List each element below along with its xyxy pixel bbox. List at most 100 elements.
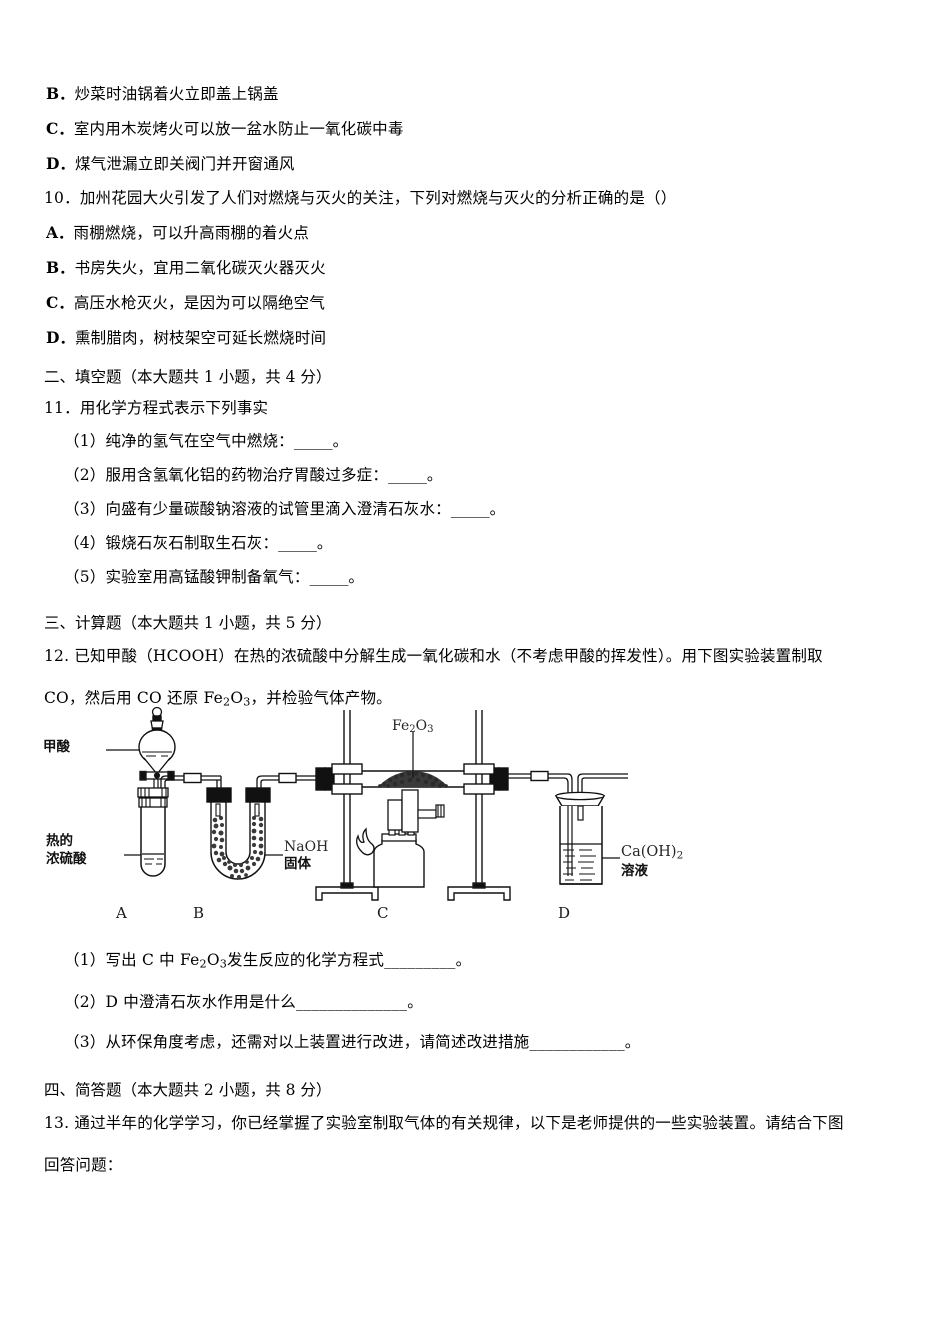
question-text: 已知甲酸（HCOOH）在热的浓硫酸中分解生成一氧化碳和水（不考虑甲酸的挥发性）。… [74, 647, 823, 665]
apparatus-svg [106, 706, 628, 901]
section-heading-4: 四、简答题（本大题共 2 小题，共 8 分） [44, 1080, 332, 1099]
section-heading-2: 二、填空题（本大题共 1 小题，共 4 分） [44, 368, 332, 386]
option-label: B． [46, 258, 75, 277]
option-label: B． [46, 84, 75, 103]
sub-question-3: （3）从环保角度考虑，还需对以上装置进行改进，请简述改进措施__________… [44, 1033, 924, 1052]
answer-blank[interactable]: _____ [293, 431, 333, 450]
subscript-2: 2 [223, 694, 231, 708]
answer-blank[interactable]: _____ [388, 465, 427, 484]
tube-connector-icon [183, 772, 202, 784]
question-text: 加州花园大火引发了人们对燃烧与灭火的关注，下列对燃烧与灭火的分析正确的是（） [79, 189, 677, 207]
item-end: 。 [332, 431, 349, 450]
option-label: A． [46, 223, 74, 242]
question-12-stem-line2: CO，然后用 CO 还原 Fe2O3，并检验气体产物。 [44, 688, 924, 708]
co-reduction-apparatus-figure: 甲酸 热的 浓硫酸 NaOH 固体 Fe2O3 Ca(OH)2 溶液 A B C… [43, 692, 694, 932]
question-number: 12. [44, 647, 70, 665]
question-13-stem-line1: 13. 通过半年的化学学习，你已经掌握了实验室制取气体的有关规律，以下是老师提供… [44, 1113, 924, 1132]
item-text-a: 写出 C 中 Fe [105, 951, 200, 969]
label-hot-sulfuric-line2: 浓硫酸 [46, 851, 87, 867]
answer-blank[interactable]: ______________ [295, 992, 408, 1011]
iron-stand-left [315, 710, 379, 901]
connecting-tube-b-c [256, 775, 316, 789]
fe2o3-sub1: 2 [409, 724, 416, 736]
connecting-tube-a-b [160, 775, 221, 788]
item-label: （4） [64, 533, 106, 552]
item-text-c: 发生反应的化学方程式 [227, 951, 385, 969]
fill-blank-item: （5）实验室用高锰酸钾制备氧气：_____。 [44, 567, 924, 586]
item-end: 。 [348, 567, 365, 586]
item-text-a: D 中澄清石灰水作用是什么 [105, 992, 296, 1011]
item-end: 。 [407, 992, 423, 1011]
option-text: 炒菜时油锅着火立即盖上锅盖 [74, 85, 279, 103]
device-label-a: A [116, 904, 127, 922]
fill-blank-item: （2）服用含氢氧化铝的药物治疗胃酸过多症：_____。 [44, 465, 924, 484]
option-label: C． [46, 293, 74, 312]
limewater-sub: 2 [676, 849, 684, 862]
fill-blank-item: （1）纯净的氢气在空气中燃烧：_____。 [44, 431, 924, 450]
answer-blank[interactable]: ____________ [529, 1033, 625, 1052]
item-text: 锻烧石灰石制取生石灰： [105, 533, 279, 552]
question-number: 10． [44, 189, 80, 207]
stem-part-c: ，并检验气体产物。 [250, 688, 392, 707]
question-number: 13. [44, 1113, 70, 1132]
stem-part-a: CO，然后用 CO 还原 Fe [44, 688, 223, 707]
option-text: 雨棚燃烧，可以升高雨棚的着火点 [73, 224, 310, 242]
item-label: （5） [64, 567, 106, 586]
device-label-b: B [193, 904, 205, 922]
option-label: C． [46, 119, 74, 138]
stand-clamp-icon [463, 783, 495, 795]
label-limewater-solution: 溶液 [621, 863, 648, 879]
stand-clamp-icon [463, 763, 495, 775]
answer-blank[interactable]: _____ [450, 499, 490, 518]
answer-blank[interactable]: _________ [384, 951, 456, 969]
option-label: D． [46, 154, 75, 173]
fe2o3-powder [378, 771, 448, 788]
item-label: （3） [64, 1033, 106, 1052]
item-end: 。 [455, 951, 472, 969]
label-fe2o3: Fe2O3 [392, 718, 434, 735]
item-end: 。 [426, 465, 443, 484]
item-text: 向盛有少量碳酸钠溶液的试管里滴入澄清石灰水： [105, 499, 451, 518]
item-text: 服用含氢氧化铝的药物治疗胃酸过多症： [105, 465, 389, 484]
alcohol-lamp [356, 789, 445, 888]
answer-blank[interactable]: _____ [278, 533, 317, 552]
option-row: B．书房失火，宜用二氧化碳灭火器灭火 [44, 260, 924, 277]
rubber-stopper-b-right-icon [245, 787, 271, 803]
question-13-stem-line2: 回答问题： [44, 1156, 123, 1175]
question-12-stem-line1: 12. 已知甲酸（HCOOH）在热的浓硫酸中分解生成一氧化碳和水（不考虑甲酸的挥… [44, 647, 924, 665]
item-label: （1） [64, 951, 106, 969]
document-body-lower: （1）写出 C 中 Fe2O3发生反应的化学方程式_________。 （2）D… [44, 951, 924, 1192]
option-row: B．炒菜时油锅着火立即盖上锅盖 [44, 86, 924, 103]
item-end: 。 [489, 499, 506, 518]
item-end: 。 [624, 1033, 641, 1052]
tube-connector-icon [530, 770, 549, 782]
document-body: B．炒菜时油锅着火立即盖上锅盖 C．室内用木炭烤火可以放一盆水防止一氧化碳中毒 … [44, 86, 924, 726]
option-text: 熏制腊肉，树枝架空可延长燃烧时间 [74, 329, 327, 347]
item-text: 实验室用高锰酸钾制备氧气： [105, 567, 310, 586]
iron-stand-right [447, 710, 511, 901]
item-label: （1） [64, 431, 106, 450]
item-label: （2） [64, 465, 106, 484]
subscript-3: 3 [243, 694, 251, 708]
label-limewater: Ca(OH)2 [621, 844, 683, 861]
item-end: 。 [316, 533, 333, 552]
funnel-stopper-icon [150, 706, 164, 734]
option-text: 书房失火，宜用二氧化碳灭火器灭火 [74, 259, 326, 277]
device-label-d: D [558, 904, 571, 922]
option-row: C．高压水枪灭火，是因为可以隔绝空气 [44, 295, 924, 312]
label-formic-acid: 甲酸 [43, 739, 70, 755]
option-row: A．雨棚燃烧，可以升高雨棚的着火点 [44, 225, 924, 242]
option-text: 室内用木炭烤火可以放一盆水防止一氧化碳中毒 [73, 120, 404, 138]
device-label-c: C [377, 904, 389, 922]
fe2o3-fe: Fe [392, 718, 410, 734]
fe2o3-o: O [415, 718, 428, 734]
stand-clamp-icon [331, 783, 363, 795]
sub-question-1: （1）写出 C 中 Fe2O3发生反应的化学方程式_________。 [44, 951, 924, 970]
limewater-formula: Ca(OH) [621, 844, 677, 860]
fill-blank-item: （4）锻烧石灰石制取生石灰：_____。 [44, 533, 924, 552]
stand-base [447, 886, 511, 901]
glass-tube-left-stopper-icon [315, 767, 326, 791]
liquid-hatching [563, 849, 596, 881]
answer-blank[interactable]: _____ [309, 567, 349, 586]
